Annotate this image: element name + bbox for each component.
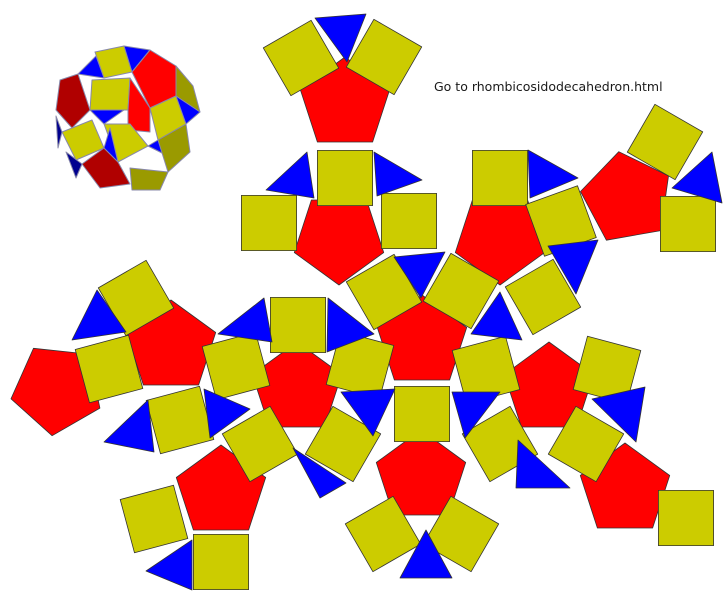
preview-square-face-14 [157, 123, 191, 173]
square-face-2 [345, 18, 423, 96]
preview-triangle-face-11 [89, 109, 125, 125]
square-face-3 [316, 149, 374, 207]
square-face-1 [262, 19, 340, 97]
square-face-14 [74, 334, 144, 404]
square-face-28 [344, 495, 422, 573]
square-face-10 [345, 253, 423, 331]
square-face-25 [547, 405, 625, 483]
square-face-16 [269, 296, 327, 354]
triangle-face-14 [340, 388, 396, 437]
triangle-face-6 [393, 251, 446, 299]
square-face-5 [380, 192, 438, 250]
triangle-face-4 [527, 149, 579, 199]
square-face-22 [304, 405, 382, 483]
triangle-face-16 [591, 386, 646, 443]
triangle-face-18 [515, 439, 571, 489]
square-face-27 [192, 534, 250, 590]
triangle-face-9 [217, 297, 273, 343]
square-face-4 [240, 194, 298, 252]
square-face-19 [572, 335, 642, 405]
square-face-11 [422, 252, 500, 330]
triangle-face-10 [326, 297, 375, 353]
preview-triangle-face-20 [65, 151, 83, 179]
square-face-12 [504, 258, 582, 336]
preview-triangle-face-18 [103, 127, 119, 163]
square-face-21 [221, 405, 299, 483]
polyhedron-net [10, 13, 723, 591]
triangle-face-7 [547, 239, 599, 295]
square-face-7 [525, 185, 597, 257]
square-face-9 [660, 195, 716, 253]
triangle-face-2 [265, 151, 315, 199]
triangle-face-19 [145, 539, 193, 591]
triangle-face-17 [292, 447, 347, 499]
triangle-face-20 [399, 529, 453, 579]
preview-triangle-face-5 [77, 55, 105, 79]
preview-square-face-6 [89, 77, 131, 111]
preview-pentagon-face-17 [81, 147, 131, 189]
square-face-30 [658, 489, 714, 546]
pentagon-face-4 [580, 151, 669, 241]
triangle-face-1 [314, 13, 367, 63]
rhombicosidodecahedron-preview[interactable] [55, 45, 201, 191]
preview-square-face-19 [129, 167, 169, 191]
preview-triangle-face-16 [55, 115, 63, 149]
triangle-face-11 [470, 291, 523, 341]
square-face-6 [471, 149, 528, 207]
rhombicosidodecahedron-link[interactable]: Go to rhombicosidodecahedron.html [434, 79, 663, 94]
triangle-face-5 [671, 151, 723, 204]
square-face-8 [626, 103, 704, 181]
triangle-face-12 [103, 399, 155, 453]
triangle-face-13 [203, 388, 251, 439]
square-face-20 [145, 385, 215, 455]
triangle-face-15 [451, 391, 501, 439]
square-face-26 [119, 484, 189, 554]
square-face-23 [393, 385, 451, 443]
triangle-face-3 [373, 151, 423, 197]
pentagon-face-10 [375, 429, 467, 516]
preview-pentagon-face-10 [55, 73, 91, 129]
triangle-face-8 [71, 289, 127, 341]
preview-triangle-face-9 [175, 95, 201, 125]
